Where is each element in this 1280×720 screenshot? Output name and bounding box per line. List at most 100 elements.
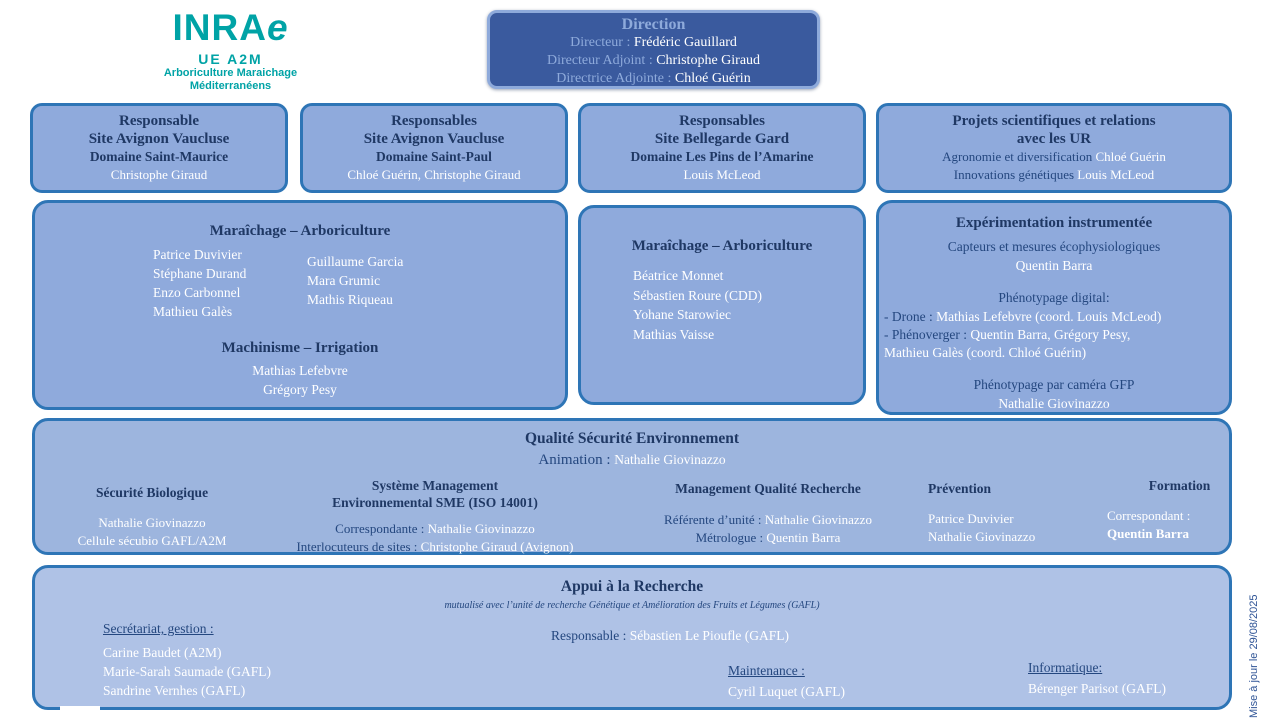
person: Nathalie Giovinazzo: [998, 396, 1110, 411]
cellule-label: Cellule sécubio GAFL/A2M: [77, 533, 227, 548]
box-subtitle: Site Bellegarde Gard: [654, 131, 790, 147]
gfp-label: Phénotypage par caméra GFP: [973, 377, 1135, 392]
person: Mathias Lefebvre: [252, 363, 348, 378]
mqr-row: Métrologue : Quentin Barra: [695, 530, 841, 545]
box-title: Responsables: [391, 113, 477, 129]
person: Nathalie Giovinazzo: [98, 515, 206, 530]
person: Bérenger Parisot (GAFL): [1028, 681, 1166, 696]
phenoverger-row: - Phénoverger : Quentin Barra, Grégory P…: [884, 327, 1131, 342]
person: Quentin Barra: [1015, 258, 1093, 273]
column-title: Sécurité Biologique: [95, 485, 209, 500]
informatique-block: Informatique: Bérenger Parisot (GAFL): [1028, 660, 1248, 698]
person: Carine Baudet (A2M): [103, 645, 222, 660]
team-names-col2: Guillaume Garcia Mara Grumic Mathis Riqu…: [307, 252, 403, 309]
person: Marie-Sarah Saumade (GAFL): [103, 664, 271, 679]
domain-name: Domaine Saint-Paul: [376, 149, 492, 164]
responsable-saint-maurice-box: Responsable Site Avignon Vaucluse Domain…: [30, 103, 288, 193]
experimentation-box: Expérimentation instrumentée Capteurs et…: [876, 200, 1232, 415]
person: Cyril Luquet (GAFL): [728, 684, 845, 699]
responsable-names: Christophe Giraud: [110, 167, 208, 182]
direction-row: Directeur Adjoint : Christophe Giraud: [546, 53, 761, 68]
column-title: Prévention: [928, 481, 991, 496]
sme-row: Correspondante : Nathalie Giovinazzo: [335, 521, 535, 536]
direction-title: Direction: [621, 16, 686, 33]
team-names-col1: Patrice Duvivier Stéphane Durand Enzo Ca…: [153, 245, 246, 321]
qse-formation: Formation Correspondant : Quentin Barra: [1107, 478, 1252, 543]
person: Stéphane Durand: [153, 266, 247, 281]
inrae-logo: INRAe UE A2M Arboriculture Maraichage Mé…: [148, 6, 313, 93]
person: Guillaume Garcia: [307, 254, 404, 269]
secretariat-block: Secrétariat, gestion : Carine Baudet (A2…: [103, 621, 383, 700]
sme-row: Interlocuteurs de sites : Christophe Gir…: [296, 539, 574, 554]
machinisme-names: Mathias Lefebvre Grégory Pesy: [35, 361, 565, 399]
phenotypage-digital-label: Phénotypage digital:: [998, 290, 1110, 305]
qse-animation-row: Animation : Nathalie Giovinazzo: [538, 452, 726, 468]
box-title: Responsable: [118, 113, 200, 129]
domain-name: Domaine Les Pins de l’Amarine: [630, 149, 814, 164]
person: Mara Grumic: [307, 273, 381, 288]
domain-name: Domaine Saint-Maurice: [89, 149, 229, 164]
box-title-line2: avec les UR: [1016, 131, 1092, 147]
box-title: Projets scientifiques et relations: [952, 113, 1156, 129]
projet-row: Agronomie et diversification Chloé Guéri…: [942, 149, 1166, 164]
responsable-bellegarde-box: Responsables Site Bellegarde Gard Domain…: [578, 103, 866, 193]
direction-box: Direction Directeur : Frédéric Gauillard…: [487, 10, 820, 89]
appui-responsable-row: Responsable : Sébastien Le Pioufle (GAFL…: [550, 628, 790, 643]
maraichage-avignon-box: Maraîchage – Arboriculture Patrice Duviv…: [32, 200, 568, 410]
person: Patrice Duvivier: [928, 511, 1014, 526]
unit-name-line2: Méditerranéens: [189, 80, 272, 92]
informatique-title: Informatique:: [1028, 660, 1103, 675]
team-names: Béatrice Monnet Sébastien Roure (CDD) Yo…: [633, 266, 762, 344]
person: Mathias Vaisse: [633, 326, 715, 342]
person: Patrice Duvivier: [153, 247, 242, 262]
appui-title: Appui à la Recherche: [560, 578, 704, 595]
machinisme-title: Machinisme – Irrigation: [221, 340, 379, 356]
appui-recherche-box: Appui à la Recherche mutualisé avec l’un…: [32, 565, 1232, 710]
projets-scientifiques-box: Projets scientifiques et relations avec …: [876, 103, 1232, 193]
person: Sébastien Roure (CDD): [633, 287, 762, 303]
person: Quentin Barra: [1107, 526, 1189, 541]
inrae-wordmark: INRAe: [172, 7, 289, 48]
capteurs-label: Capteurs et mesures écophysiologiques: [947, 239, 1161, 254]
qse-prevention: Prévention Patrice Duvivier Nathalie Gio…: [928, 481, 1088, 546]
box-title: Responsables: [679, 113, 765, 129]
phenoverger-row2: Mathieu Galès (coord. Chloé Guérin): [884, 345, 1087, 360]
person: Grégory Pesy: [263, 382, 337, 397]
update-date-note: Mise à jour le 29/08/2025: [1248, 594, 1260, 718]
unit-name-line1: Arboriculture Maraichage: [163, 67, 298, 79]
mqr-row: Référente d’unité : Nathalie Giovinazzo: [664, 512, 872, 527]
person: Yohane Starowiec: [633, 307, 731, 322]
corner-notch: [60, 706, 100, 720]
qse-management-qualite: Management Qualité Recherche Référente d…: [623, 481, 913, 547]
box-subtitle: Site Avignon Vaucluse: [363, 131, 505, 147]
appui-subtitle: mutualisé avec l’unité de recherche Géné…: [444, 600, 820, 611]
responsable-names: Chloé Guérin, Christophe Giraud: [347, 167, 521, 182]
person: Mathieu Galès: [153, 304, 233, 319]
projet-row: Innovations génétiques Louis McLeod: [953, 167, 1155, 182]
qse-securite-biologique: Sécurité Biologique Nathalie Giovinazzo …: [53, 485, 251, 550]
correspondant-label: Correspondant :: [1107, 508, 1191, 523]
maintenance-title: Maintenance :: [728, 663, 805, 678]
person: Mathis Riqueau: [307, 292, 393, 307]
column-title: Management Qualité Recherche: [675, 481, 861, 496]
qse-title: Qualité Sécurité Environnement: [524, 430, 740, 447]
responsable-names: Louis McLeod: [683, 167, 761, 182]
responsable-saint-paul-box: Responsables Site Avignon Vaucluse Domai…: [300, 103, 568, 193]
team-title: Maraîchage – Arboriculture: [209, 223, 391, 239]
secretariat-title: Secrétariat, gestion :: [103, 621, 214, 636]
qse-box: Qualité Sécurité Environnement Animation…: [32, 418, 1232, 555]
direction-row: Directeur : Frédéric Gauillard: [570, 35, 737, 50]
person: Sandrine Vernhes (GAFL): [103, 683, 246, 698]
team-title: Maraîchage – Arboriculture: [631, 238, 813, 254]
maintenance-block: Maintenance : Cyril Luquet (GAFL): [728, 663, 928, 701]
drone-row: - Drone : Mathias Lefebvre (coord. Louis…: [884, 309, 1162, 324]
column-title: Formation: [1148, 478, 1211, 493]
person: Béatrice Monnet: [633, 268, 724, 283]
direction-row: Directrice Adjointe : Chloé Guérin: [556, 71, 751, 86]
person: Nathalie Giovinazzo: [928, 529, 1036, 544]
person: Enzo Carbonnel: [153, 285, 241, 300]
unit-code: UE A2M: [198, 51, 263, 67]
team-title: Expérimentation instrumentée: [955, 215, 1153, 231]
